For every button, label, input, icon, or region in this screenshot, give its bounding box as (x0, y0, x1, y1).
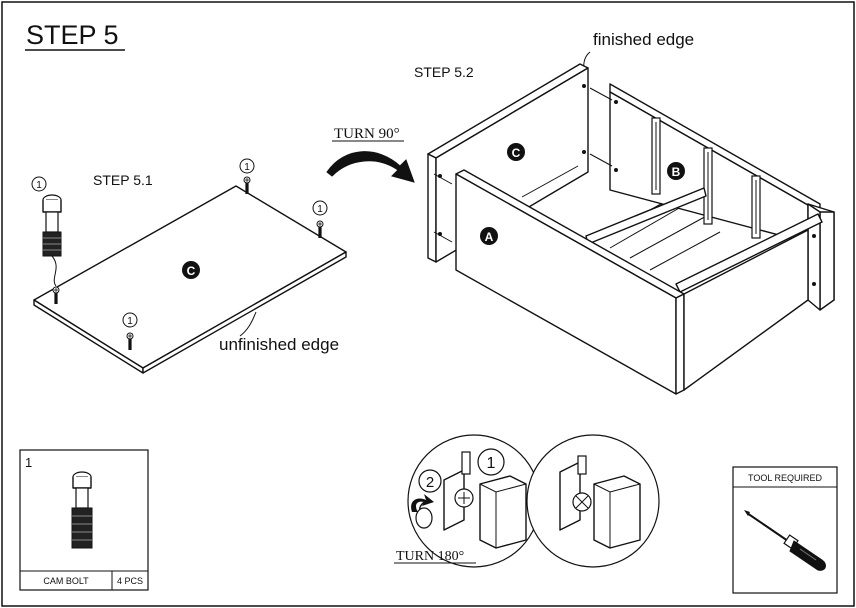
svg-text:1: 1 (127, 316, 133, 327)
callout-1-detail: 1 (477, 448, 505, 476)
callout-1-back: 1 (239, 158, 255, 174)
svg-text:1: 1 (244, 162, 250, 173)
step-title: STEP 5 (26, 20, 119, 50)
callout-1-front: 1 (122, 312, 138, 328)
turn-90-label: TURN 90° (334, 126, 400, 142)
callout-1-right: 1 (312, 200, 328, 216)
hardware-number: 1 (25, 455, 32, 470)
cam-bolt-icon (71, 471, 93, 549)
part-c-letter: C (187, 264, 196, 278)
hardware-qty: 4 PCS (117, 576, 143, 586)
screwdriver-icon (744, 510, 826, 571)
part-b-badge (667, 162, 685, 180)
svg-text:2: 2 (426, 474, 434, 491)
unfinished-edge-leader (239, 311, 257, 337)
svg-text:1: 1 (36, 180, 42, 191)
callout-2-detail: 2 (418, 469, 442, 493)
finished-edge-label: finished edge (593, 30, 694, 49)
detail-circle-before (407, 434, 541, 568)
svg-text:1: 1 (317, 204, 323, 215)
turn-180-label: TURN 180° (396, 549, 464, 564)
turn-arrow-icon (326, 151, 415, 183)
hardware-name: CAM BOLT (43, 576, 89, 586)
step-5-2-label: STEP 5.2 (414, 64, 474, 80)
part-c-badge-assembly (507, 143, 525, 161)
leader-line (51, 255, 57, 287)
part-c-badge (182, 261, 200, 279)
part-b-letter: B (672, 165, 681, 179)
detail-circle-after (526, 434, 660, 568)
tool-required-header: TOOL REQUIRED (748, 473, 823, 483)
part-a-badge (480, 227, 498, 245)
drawer-assembly (427, 63, 835, 395)
cam-bolt-large (42, 194, 62, 257)
callout-1-large-bolt: 1 (31, 176, 47, 192)
part-c-letter-assembly: C (512, 146, 521, 160)
tool-box (732, 466, 838, 594)
part-a-letter: A (485, 230, 494, 244)
unfinished-edge-label: unfinished edge (219, 335, 339, 354)
svg-text:1: 1 (487, 455, 496, 472)
step-5-1-label: STEP 5.1 (93, 172, 153, 188)
